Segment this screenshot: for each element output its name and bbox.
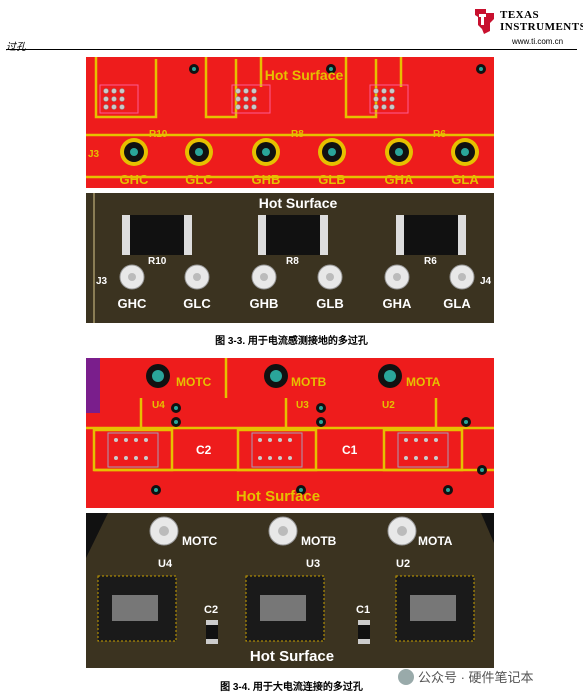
fig2-motor-motb: MOTB	[291, 375, 327, 389]
cap-body-c2	[206, 620, 218, 644]
fig1-resistor-r8: R8	[291, 129, 304, 140]
brand-line2: INSTRUMENTS	[500, 21, 583, 33]
section-title: 过孔	[6, 42, 26, 53]
ic-package-u4	[97, 575, 177, 642]
fig2-render-motb: MOTB	[301, 534, 337, 548]
fig2-render-u2: U2	[396, 558, 410, 570]
fig2-ic-u2: U2	[382, 400, 395, 411]
fig1-render-j4: J4	[480, 276, 492, 287]
brand-line1: TEXAS	[500, 9, 540, 21]
fig1-render-panel: Hot Surface R10 R8 R6 J3 J4 GHC GLC GHB …	[86, 193, 494, 323]
via-gla	[451, 138, 479, 166]
fig1-render-r10: R10	[148, 256, 167, 267]
ti-state-icon	[475, 9, 494, 34]
fig1-render-r6: R6	[424, 256, 437, 267]
fig2-ic-u4: U4	[152, 400, 165, 411]
via-ghc	[120, 138, 148, 166]
watermark: 公众号 · 硬件笔记本	[398, 667, 534, 686]
ic-package-u2	[395, 575, 475, 642]
fig2-render-u3: U3	[306, 558, 320, 570]
fig1-net-glc: GLC	[185, 172, 213, 187]
figure2-caption: 图 3-4. 用于大电流连接的多过孔	[220, 682, 363, 693]
watermark-text: 公众号 · 硬件笔记本	[418, 670, 534, 685]
fig1-render-net-ghc: GHC	[118, 296, 148, 311]
fig2-render-motc: MOTC	[182, 534, 218, 548]
resistor-body-r6	[396, 215, 466, 255]
fig1-hot-surface-label: Hot Surface	[265, 67, 344, 83]
brand-url: www.ti.com.cn	[512, 37, 564, 46]
resistor-body-r8	[258, 215, 328, 255]
fig2-motor-motc: MOTC	[176, 375, 212, 389]
fig1-render-net-glb: GLB	[316, 296, 343, 311]
fig1-resistor-r10: R10	[149, 129, 168, 140]
fig2-render-u4: U4	[158, 558, 173, 570]
fig1-render-net-glc: GLC	[183, 296, 211, 311]
via-glc	[185, 138, 213, 166]
header-rule	[6, 49, 577, 50]
fig2-layout-panel: MOTC MOTB MOTA U4 U3 U2 C2 C1 Hot Surfac…	[86, 358, 494, 508]
fig2-render-panel: MOTC MOTB MOTA U4 U3 U2 C2 C1 Hot Surfac…	[86, 513, 494, 668]
fig1-net-glb: GLB	[318, 172, 345, 187]
fig1-connector-j3: J3	[88, 149, 100, 160]
fig2-hot-surface-label: Hot Surface	[236, 488, 320, 505]
ti-logo: TEXAS INSTRUMENTS www.ti.com.cn	[470, 7, 583, 47]
fig1-render-j3: J3	[96, 276, 108, 287]
via-glb	[318, 138, 346, 166]
fig2-render-hot-surface: Hot Surface	[250, 648, 334, 665]
figure1-caption: 图 3-3. 用于电流感测接地的多过孔	[215, 336, 368, 347]
cap-body-c1	[358, 620, 370, 644]
fig2-render-c1: C1	[356, 604, 370, 616]
fig1-render-net-gha: GHA	[383, 296, 413, 311]
ic-package-u3	[245, 575, 325, 642]
resistor-body-r10	[122, 215, 192, 255]
fig2-cap-c1: C1	[342, 443, 358, 457]
fig1-net-gha: GHA	[385, 172, 415, 187]
fig1-render-hot-surface: Hot Surface	[259, 195, 338, 211]
fig1-render-r8: R8	[286, 256, 299, 267]
fig1-layout-panel: Hot Surface R10 R8 R6 J3 GHC GLC GHB GLB…	[86, 57, 494, 188]
fig1-net-ghc: GHC	[120, 172, 150, 187]
fig2-motor-mota: MOTA	[406, 375, 441, 389]
via-ghb	[252, 138, 280, 166]
fig1-render-net-gla: GLA	[443, 296, 471, 311]
wechat-icon	[398, 668, 414, 685]
fig1-render-net-ghb: GHB	[250, 296, 279, 311]
via-gha	[385, 138, 413, 166]
fig1-net-ghb: GHB	[252, 172, 281, 187]
fig2-render-c2: C2	[204, 604, 218, 616]
fig2-render-mota: MOTA	[418, 534, 453, 548]
fig1-resistor-r6: R6	[433, 129, 446, 140]
fig2-cap-c2: C2	[196, 443, 212, 457]
fig1-net-gla: GLA	[451, 172, 479, 187]
fig2-ic-u3: U3	[296, 400, 309, 411]
